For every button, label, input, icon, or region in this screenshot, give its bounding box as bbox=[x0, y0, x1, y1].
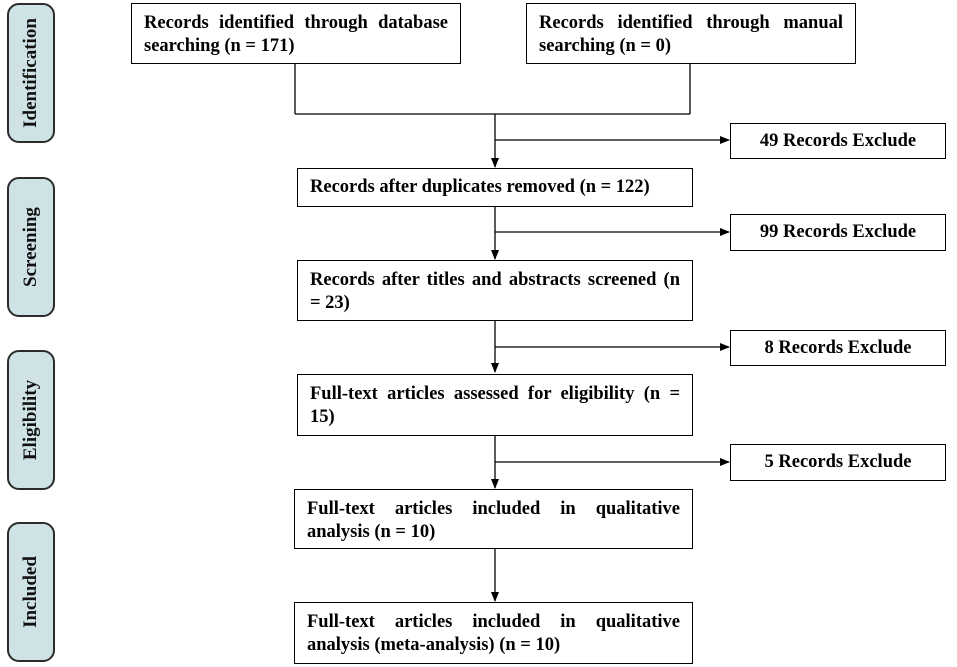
box-fulltext-assessed-text: Full-text articles assessed for eligibil… bbox=[310, 384, 680, 427]
phase-eligibility-label: Eligibility bbox=[20, 379, 41, 461]
box-fulltext-assessed: Full-text articles assessed for eligibil… bbox=[297, 374, 693, 436]
box-duplicates-removed-text: Records after duplicates removed (n = 12… bbox=[310, 177, 650, 197]
phase-included: Included bbox=[7, 522, 55, 662]
exclude-box-4-text: 5 Records Exclude bbox=[764, 452, 912, 472]
box-database-search: Records identified through database sear… bbox=[131, 3, 461, 64]
box-manual-search: Records identified through manual search… bbox=[526, 3, 856, 64]
exclude-box-1-text: 49 Records Exclude bbox=[759, 130, 917, 151]
box-qualitative-text: Full-text articles included in qualitati… bbox=[307, 499, 680, 542]
phase-screening-label: Screening bbox=[20, 207, 41, 287]
box-duplicates-removed: Records after duplicates removed (n = 12… bbox=[297, 168, 693, 207]
exclude-box-4: 5 Records Exclude bbox=[730, 444, 946, 481]
phase-screening: Screening bbox=[7, 177, 55, 317]
phase-identification: Identification bbox=[7, 3, 55, 143]
exclude-box-2-text: 99 Records Exclude bbox=[759, 222, 917, 242]
phase-included-label: Included bbox=[20, 556, 41, 628]
phase-eligibility: Eligibility bbox=[7, 350, 55, 490]
box-qualitative: Full-text articles included in qualitati… bbox=[294, 489, 693, 549]
box-meta-analysis: Full-text articles included in qualitati… bbox=[294, 602, 693, 664]
box-titles-abstracts: Records after titles and abstracts scree… bbox=[297, 260, 693, 321]
exclude-box-3: 8 Records Exclude bbox=[730, 330, 946, 366]
box-database-search-text: Records identified through database sear… bbox=[144, 13, 448, 56]
phase-identification-label: Identification bbox=[20, 18, 41, 128]
box-meta-analysis-text: Full-text articles included in qualitati… bbox=[307, 612, 680, 655]
exclude-box-2: 99 Records Exclude bbox=[730, 214, 946, 251]
exclude-box-1: 49 Records Exclude bbox=[730, 123, 946, 159]
exclude-box-3-text: 8 Records Exclude bbox=[764, 337, 912, 358]
box-titles-abstracts-text: Records after titles and abstracts scree… bbox=[310, 270, 680, 313]
box-manual-search-text: Records identified through manual search… bbox=[539, 13, 843, 56]
